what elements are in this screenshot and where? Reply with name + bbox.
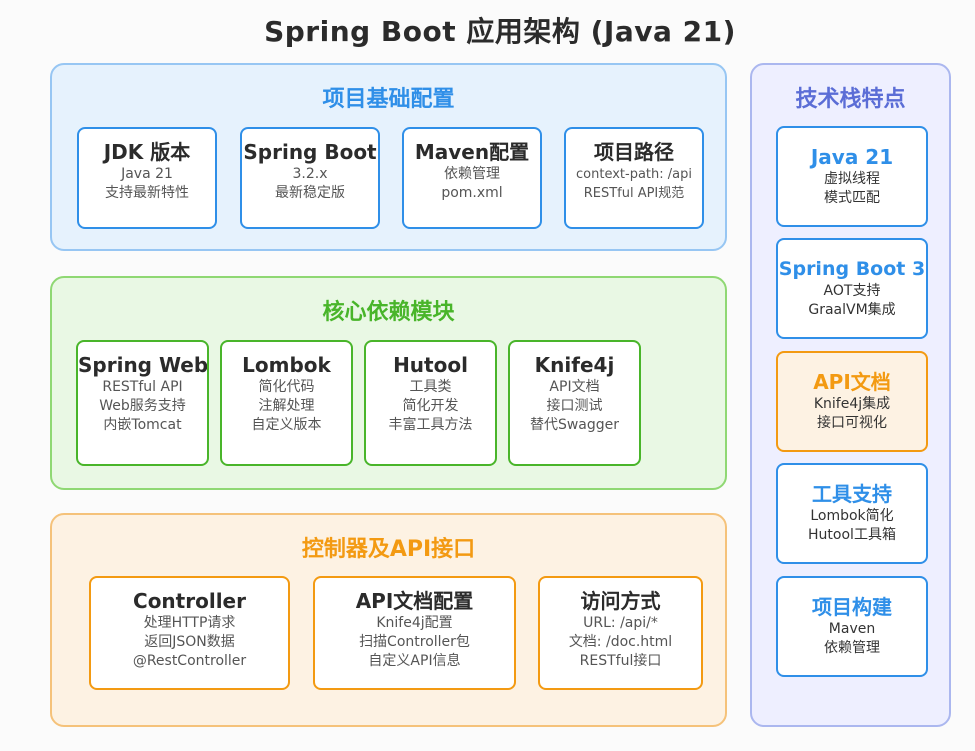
card-title: API文档 [813, 370, 891, 394]
card-line: 自定义版本 [251, 417, 322, 433]
card-title: Spring Web [78, 353, 209, 377]
diagram-title: Spring Boot 应用架构 (Java 21) [264, 15, 736, 48]
card-title: JDK 版本 [103, 140, 191, 164]
card-api-doc: API文档 Knife4j集成 接口可视化 [776, 351, 928, 452]
card-line: 内嵌Tomcat [103, 417, 182, 433]
card-controller: Controller 处理HTTP请求 返回JSON数据 @RestContro… [89, 576, 290, 690]
card-line: Java 21 [121, 166, 173, 182]
card-title: API文档配置 [355, 589, 474, 613]
card-title: Knife4j [534, 353, 615, 377]
card-access-method: 访问方式 URL: /api/* 文档: /doc.html RESTful接口 [538, 576, 703, 690]
section-title: 核心依赖模块 [322, 300, 455, 325]
card-title: 项目路径 [594, 140, 674, 164]
card-line: 依赖管理 [444, 166, 500, 182]
card-line: 返回JSON数据 [144, 634, 235, 650]
card-line: Hutool工具箱 [808, 527, 896, 543]
card-line: 注解处理 [258, 398, 315, 414]
card-line: AOT支持 [823, 283, 881, 299]
card-title: 工具支持 [812, 482, 892, 506]
card-line: 丰富工具方法 [388, 417, 473, 433]
card-line: @RestController [132, 653, 247, 669]
card-line: 工具类 [409, 379, 452, 395]
card-title: Maven配置 [414, 140, 530, 164]
card-spring-boot-3: Spring Boot 3 AOT支持 GraalVM集成 [776, 238, 928, 339]
card-line: 模式匹配 [824, 190, 880, 206]
card-tool-support: 工具支持 Lombok简化 Hutool工具箱 [776, 463, 928, 564]
card-title: 项目构建 [812, 595, 892, 619]
card-title: Spring Boot 3 [778, 258, 926, 280]
card-project-path: 项目路径 context-path: /api RESTful API规范 [564, 127, 704, 229]
card-line: Knife4j配置 [376, 615, 453, 631]
section-core-dependencies: 核心依赖模块 Spring Web RESTful API Web服务支持 内嵌… [50, 276, 727, 490]
card-title: 访问方式 [580, 589, 661, 613]
card-title: Controller [133, 589, 246, 613]
card-line: 替代Swagger [529, 417, 620, 433]
card-jdk-version: JDK 版本 Java 21 支持最新特性 [77, 127, 217, 229]
card-line: context-path: /api [576, 167, 692, 182]
card-line: GraalVM集成 [808, 302, 896, 318]
card-title: Hutool [393, 353, 468, 377]
card-line: 依赖管理 [824, 640, 880, 656]
card-hutool: Hutool 工具类 简化开发 丰富工具方法 [364, 340, 497, 466]
card-line: 虚拟线程 [824, 171, 880, 187]
card-line: Lombok简化 [810, 508, 894, 524]
card-title: Lombok [242, 353, 331, 377]
card-line: 简化开发 [402, 398, 459, 414]
card-line: API文档 [549, 379, 600, 395]
card-line: Web服务支持 [99, 398, 186, 414]
section-title: 项目基础配置 [322, 87, 455, 112]
section-tech-stack: 技术栈特点 Java 21 虚拟线程 模式匹配 Spring Boot 3 AO… [750, 63, 951, 727]
card-project-build: 项目构建 Maven 依赖管理 [776, 576, 928, 677]
card-line: 支持最新特性 [105, 185, 189, 201]
card-spring-web: Spring Web RESTful API Web服务支持 内嵌Tomcat [76, 340, 209, 466]
card-api-doc-config: API文档配置 Knife4j配置 扫描Controller包 自定义API信息 [313, 576, 516, 690]
card-line: 文档: /doc.html [568, 634, 673, 650]
section-title: 技术栈特点 [795, 87, 906, 112]
card-spring-boot: Spring Boot 3.2.x 最新稳定版 [240, 127, 380, 229]
card-line: 3.2.x [292, 166, 328, 182]
card-line: 扫描Controller包 [359, 634, 470, 650]
card-maven-config: Maven配置 依赖管理 pom.xml [402, 127, 542, 229]
card-title: Spring Boot [243, 140, 377, 164]
card-line: URL: /api/* [583, 615, 658, 631]
card-line: pom.xml [441, 185, 503, 201]
card-line: Knife4j集成 [813, 396, 891, 412]
card-line: RESTful接口 [579, 653, 662, 669]
card-line: 自定义API信息 [368, 653, 461, 669]
card-java21: Java 21 虚拟线程 模式匹配 [776, 126, 928, 227]
card-line: Maven [828, 621, 876, 637]
card-line: RESTful API规范 [583, 186, 685, 201]
card-line: 处理HTTP请求 [143, 615, 236, 631]
card-knife4j: Knife4j API文档 接口测试 替代Swagger [508, 340, 641, 466]
card-line: 最新稳定版 [275, 185, 345, 201]
card-lombok: Lombok 简化代码 注解处理 自定义版本 [220, 340, 353, 466]
card-line: RESTful API [102, 379, 183, 395]
card-line: 简化代码 [258, 379, 315, 395]
card-line: 接口可视化 [817, 415, 887, 431]
section-title: 控制器及API接口 [301, 537, 476, 562]
card-title: Java 21 [810, 145, 894, 169]
card-line: 接口测试 [546, 398, 603, 414]
section-project-base-config: 项目基础配置 JDK 版本 Java 21 支持最新特性 Spring Boot… [50, 63, 727, 251]
section-controller-api: 控制器及API接口 Controller 处理HTTP请求 返回JSON数据 @… [50, 513, 727, 727]
